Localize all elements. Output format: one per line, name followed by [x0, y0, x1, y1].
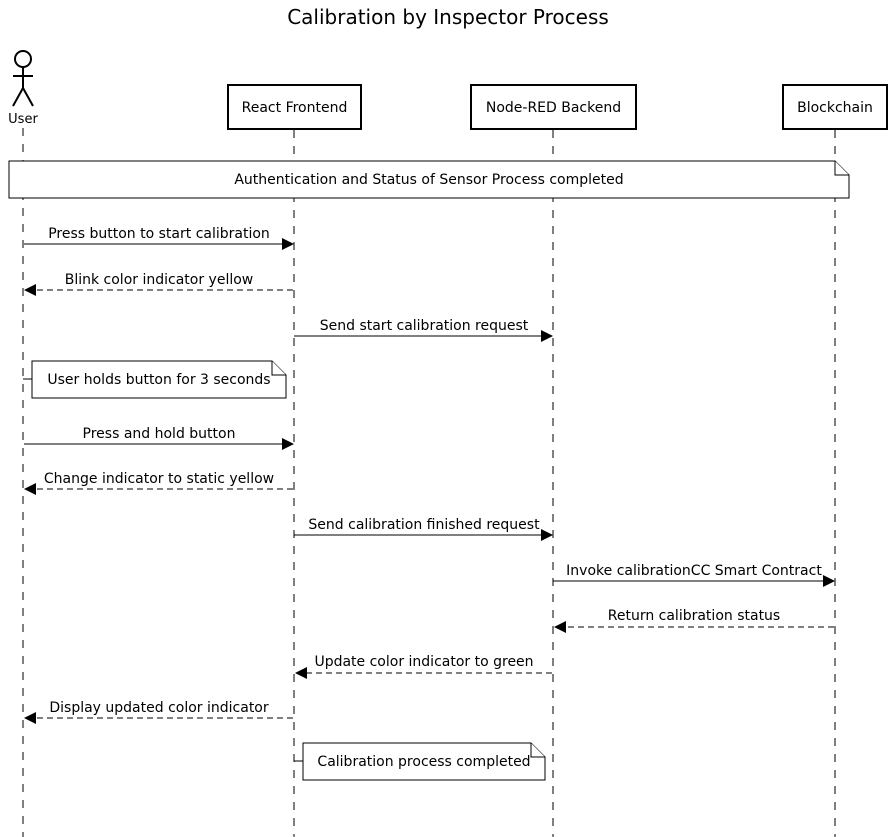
- message-blink-indicator-label: Blink color indicator yellow: [65, 272, 254, 288]
- message-start-calibration-request-label: Send start calibration request: [320, 318, 529, 334]
- message-calibration-finished-request: Send calibration finished request: [294, 517, 553, 541]
- message-press-button: Press button to start calibration: [24, 226, 294, 250]
- note-calibration-completed: Calibration process completed: [294, 742, 546, 781]
- message-display-updated-indicator: Display updated color indicator: [24, 700, 293, 724]
- message-blink-indicator: Blink color indicator yellow: [24, 272, 293, 296]
- message-press-and-hold: Press and hold button: [24, 426, 294, 450]
- message-return-calibration-status-label: Return calibration status: [608, 608, 780, 624]
- message-press-and-hold-label: Press and hold button: [83, 426, 236, 442]
- participant-blockchain-label: Blockchain: [797, 100, 873, 116]
- participant-node-red-backend: Node-RED Backend: [470, 84, 637, 130]
- participant-blockchain: Blockchain: [782, 84, 888, 130]
- participant-react-frontend-label: React Frontend: [242, 100, 348, 116]
- message-invoke-smart-contract-label: Invoke calibrationCC Smart Contract: [566, 563, 822, 579]
- note-authentication-text: Authentication and Status of Sensor Proc…: [234, 172, 623, 188]
- message-invoke-smart-contract: Invoke calibrationCC Smart Contract: [553, 563, 835, 587]
- participant-user: User: [8, 50, 38, 127]
- message-update-to-green: Update color indicator to green: [295, 654, 552, 679]
- actor-icon: [12, 50, 34, 107]
- message-return-calibration-status: Return calibration status: [554, 608, 834, 633]
- note-user-holds-button: User holds button for 3 seconds: [23, 360, 287, 399]
- note-authentication: Authentication and Status of Sensor Proc…: [8, 160, 850, 199]
- message-start-calibration-request: Send start calibration request: [294, 318, 553, 342]
- diagram-title: Calibration by Inspector Process: [287, 5, 609, 29]
- message-update-to-green-label: Update color indicator to green: [314, 654, 533, 670]
- message-display-updated-indicator-label: Display updated color indicator: [49, 700, 269, 716]
- note-user-holds-button-text: User holds button for 3 seconds: [47, 372, 270, 388]
- message-press-button-label: Press button to start calibration: [48, 226, 270, 242]
- message-static-yellow-label: Change indicator to static yellow: [44, 471, 274, 487]
- message-calibration-finished-request-label: Send calibration finished request: [308, 517, 540, 533]
- participant-node-red-backend-label: Node-RED Backend: [486, 100, 621, 116]
- message-static-yellow: Change indicator to static yellow: [24, 471, 293, 495]
- participant-react-frontend: React Frontend: [227, 84, 362, 130]
- note-calibration-completed-text: Calibration process completed: [317, 754, 530, 770]
- participant-user-label: User: [8, 112, 38, 127]
